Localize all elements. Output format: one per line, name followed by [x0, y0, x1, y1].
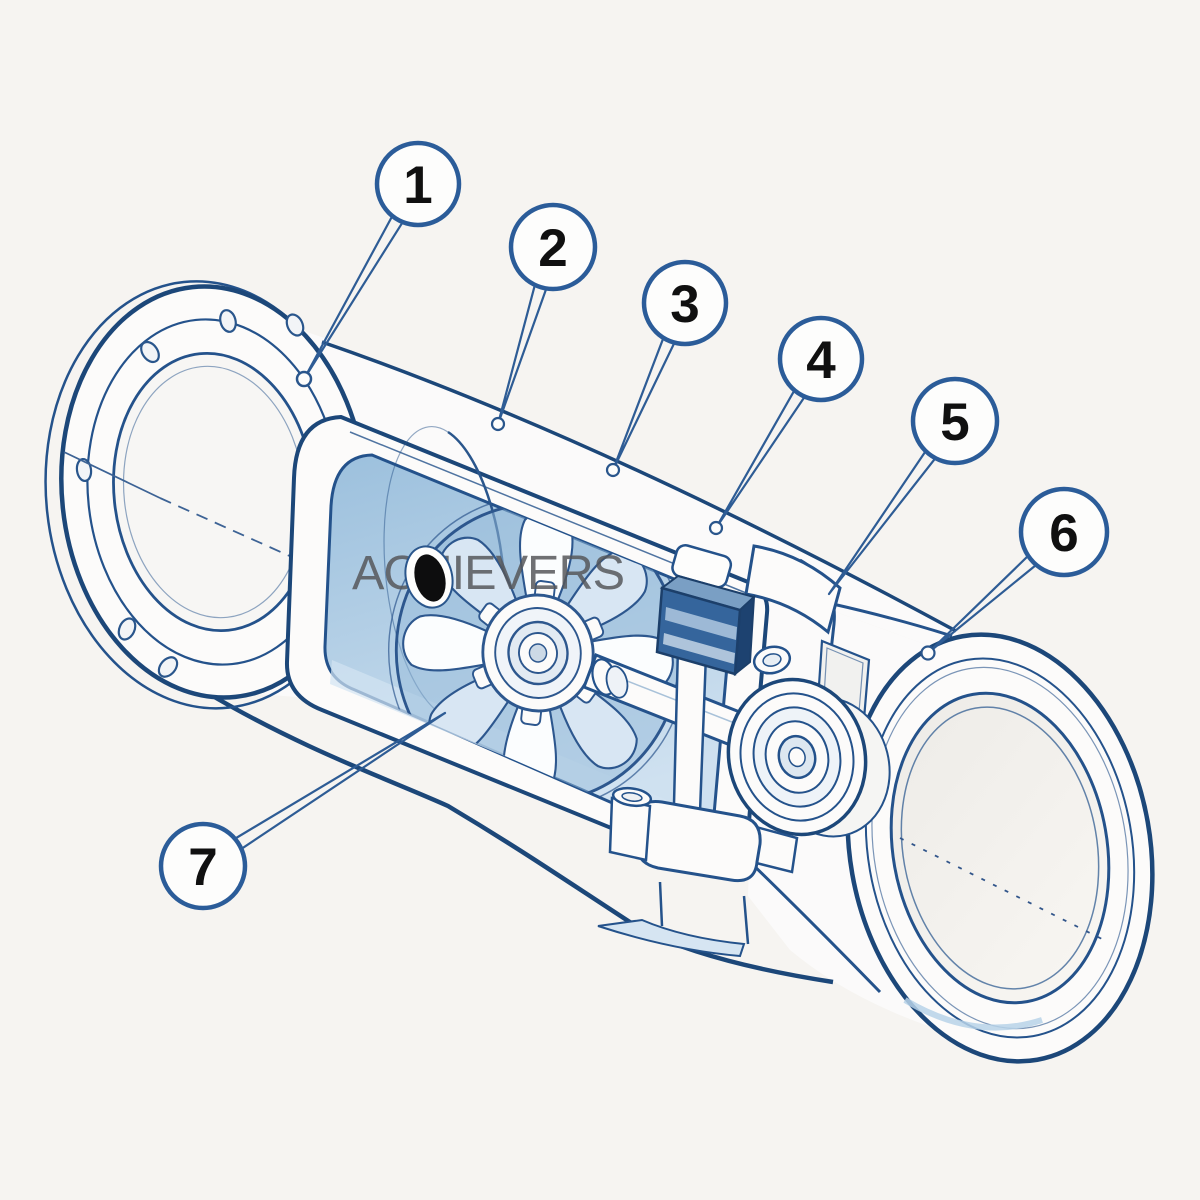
- ring-rim-line-2: [871, 666, 1129, 1030]
- callout-1-badge: [374, 140, 462, 228]
- callout-3: 3: [605, 259, 729, 478]
- callout-5-badge: [910, 376, 1000, 466]
- ring-opening-inner-line: [900, 706, 1100, 990]
- bolt-hole: [117, 617, 137, 641]
- bolt-hole: [140, 340, 160, 364]
- base-saddle: [597, 918, 746, 958]
- pedestal-lines: [658, 881, 750, 945]
- mounting-bracket: [744, 544, 842, 675]
- bottom-silhouette-line: [204, 690, 834, 985]
- callout-1-number: 1: [403, 156, 432, 215]
- sensor-stripe-2: [663, 633, 735, 664]
- callout-4-target-dot: [708, 520, 724, 536]
- callout-7-badge: [158, 821, 248, 911]
- callout-1-leader: [302, 215, 404, 381]
- callout-3-leader: [611, 337, 676, 472]
- centerline-left: [159, 497, 313, 567]
- callout-3-target-dot: [605, 462, 621, 478]
- outlet-flange-ring: [845, 632, 1155, 1064]
- callout-4: 4: [708, 315, 865, 536]
- callout-2-target-dot: [490, 416, 506, 432]
- port-hole: [414, 554, 446, 602]
- flange-bolt-holes: [75, 309, 305, 678]
- ring-opening: [889, 691, 1111, 1005]
- inspection-port-hole: [404, 545, 454, 609]
- callout-7-number: 7: [188, 838, 217, 897]
- ring-rim-line: [864, 657, 1136, 1039]
- callout-4-leader: [714, 389, 806, 530]
- callout-7: 7: [158, 711, 447, 911]
- callout-3-number: 3: [670, 275, 699, 334]
- shaft-collar-2: [605, 665, 629, 699]
- watermark-text: ACHIEVERS: [352, 547, 624, 600]
- callout-2-number: 2: [538, 219, 567, 278]
- hub-center: [528, 643, 548, 663]
- centerline-left-solid: [63, 451, 161, 499]
- callout-6-target-dot: [920, 645, 936, 661]
- bracket-boss-hole: [762, 653, 782, 667]
- callout-4-badge: [777, 315, 865, 403]
- bolt-hole: [75, 457, 93, 483]
- outlet-barrel-bottom-edge: [744, 856, 882, 994]
- sensor-post: [672, 644, 708, 814]
- bolt-hole: [219, 309, 237, 333]
- callouts: 1 2 3 4 5 6: [158, 140, 1110, 911]
- callout-2-leader: [496, 284, 548, 426]
- callout-2-badge: [508, 202, 598, 292]
- turbine-rotor: [387, 495, 689, 811]
- bearing-center: [788, 746, 806, 768]
- housing-back-ridge-line: [321, 340, 957, 633]
- bracket-arm: [744, 544, 842, 635]
- callout-4-number: 4: [806, 331, 836, 390]
- bolt-hole: [157, 656, 179, 678]
- callout-6: 6: [920, 486, 1110, 661]
- sensor-stripe-1: [665, 607, 737, 640]
- callout-2: 2: [490, 202, 598, 432]
- rotor-hub: [471, 579, 605, 727]
- pickup-sensor-assembly: [597, 544, 799, 958]
- callout-3-badge: [641, 259, 729, 347]
- callout-6-leader: [926, 555, 1037, 655]
- callout-1-target-dot: [295, 370, 313, 388]
- callout-7-leader: [234, 711, 447, 850]
- callout-6-badge: [1018, 486, 1110, 578]
- drain-fitting-body: [608, 796, 652, 862]
- callout-5: 5: [827, 376, 1000, 596]
- callout-1: 1: [295, 140, 462, 388]
- callout-5-number: 5: [940, 393, 969, 452]
- bearing-assembly: [726, 677, 891, 838]
- callout-5-leader: [827, 450, 937, 596]
- ring-bottom-highlight: [903, 997, 1043, 1031]
- drain-fitting-cap-hole: [621, 792, 643, 802]
- bolt-hole: [285, 313, 305, 337]
- bearing-ring-2: [739, 692, 855, 822]
- rotor-blades: [402, 510, 674, 796]
- sensor-mount-boss: [634, 800, 762, 883]
- callout-6-number: 6: [1049, 504, 1078, 563]
